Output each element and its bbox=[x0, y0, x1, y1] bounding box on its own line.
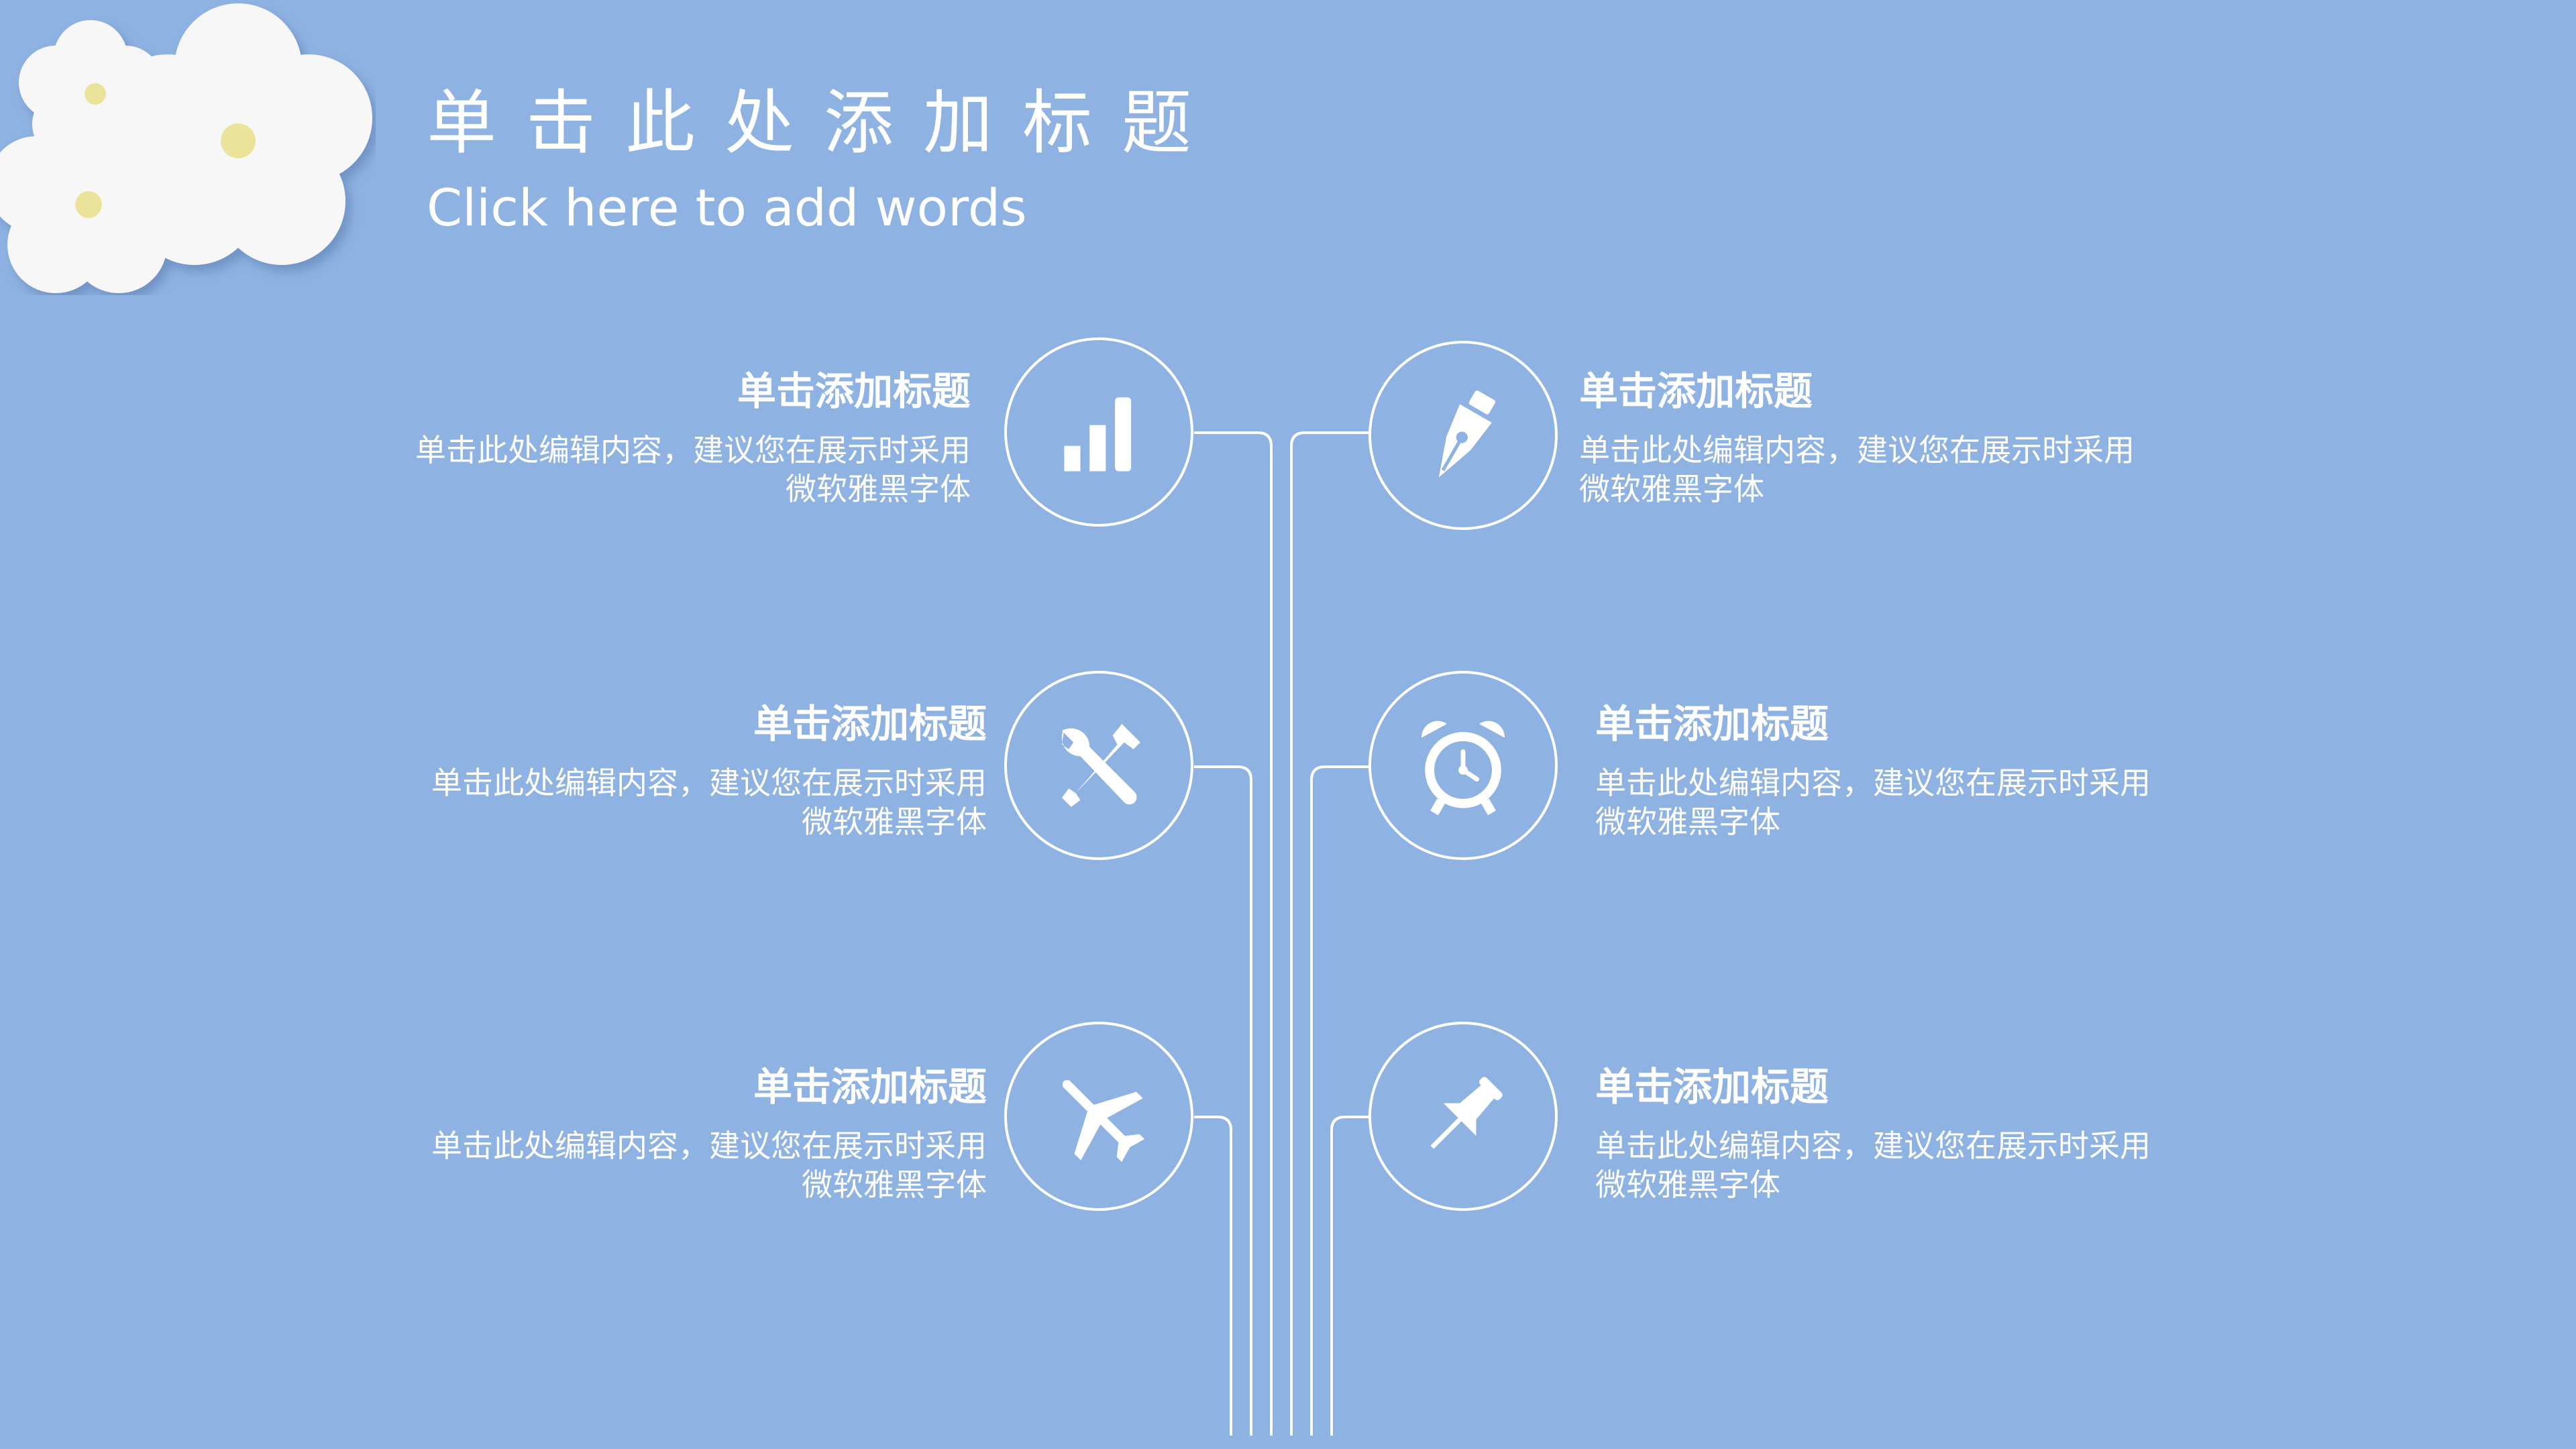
feature-heading: 单击添加标题 bbox=[737, 368, 971, 414]
feature-item-6[interactable]: 单击添加标题 单击此处编辑内容，建议您在展示时采用微软雅黑字体 bbox=[1595, 1062, 2199, 1204]
flowers-decoration bbox=[0, 3, 372, 293]
feature-description: 单击此处编辑内容，建议您在展示时采用微软雅黑字体 bbox=[415, 432, 971, 507]
feature-item-1[interactable]: 单击添加标题 单击此处编辑内容，建议您在展示时采用微软雅黑字体 bbox=[367, 366, 971, 508]
pen-nib-circle bbox=[1368, 341, 1558, 530]
slide-title[interactable]: 单击此处添加标题 bbox=[427, 82, 1222, 164]
tools-circle bbox=[1004, 671, 1193, 860]
bar-chart-circle bbox=[1004, 337, 1193, 527]
feature-heading: 单击添加标题 bbox=[1595, 701, 1829, 747]
feature-description: 单击此处编辑内容，建议您在展示时采用微软雅黑字体 bbox=[431, 765, 987, 840]
feature-description: 单击此处编辑内容，建议您在展示时采用微软雅黑字体 bbox=[1595, 1128, 2151, 1203]
feature-heading: 单击添加标题 bbox=[753, 701, 987, 747]
slide-subtitle[interactable]: Click here to add words bbox=[427, 178, 1027, 237]
airplane-icon bbox=[1063, 1080, 1145, 1163]
feature-heading: 单击添加标题 bbox=[1579, 368, 1813, 414]
feature-item-3[interactable]: 单击添加标题 单击此处编辑内容，建议您在展示时采用微软雅黑字体 bbox=[383, 699, 987, 841]
feature-description: 单击此处编辑内容，建议您在展示时采用微软雅黑字体 bbox=[1595, 765, 2151, 840]
pen-nib-icon bbox=[1438, 390, 1496, 478]
feature-heading: 单击添加标题 bbox=[1595, 1064, 1829, 1110]
feature-item-2[interactable]: 单击添加标题 单击此处编辑内容，建议您在展示时采用微软雅黑字体 bbox=[1579, 366, 2183, 508]
bar-chart-icon bbox=[1064, 397, 1132, 472]
airplane-circle bbox=[1004, 1022, 1193, 1211]
feature-description: 单击此处编辑内容，建议您在展示时采用微软雅黑字体 bbox=[431, 1128, 987, 1203]
feature-item-5[interactable]: 单击添加标题 单击此处编辑内容，建议您在展示时采用微软雅黑字体 bbox=[383, 1062, 987, 1204]
feature-description: 单击此处编辑内容，建议您在展示时采用微软雅黑字体 bbox=[1579, 432, 2135, 507]
alarm-clock-icon bbox=[1421, 720, 1505, 816]
pushpin-icon bbox=[1430, 1077, 1503, 1149]
pushpin-circle bbox=[1368, 1022, 1558, 1211]
tools-icon bbox=[1061, 724, 1140, 807]
alarm-clock-circle bbox=[1368, 671, 1558, 860]
feature-heading: 单击添加标题 bbox=[753, 1064, 987, 1110]
feature-item-4[interactable]: 单击添加标题 单击此处编辑内容，建议您在展示时采用微软雅黑字体 bbox=[1595, 699, 2199, 841]
